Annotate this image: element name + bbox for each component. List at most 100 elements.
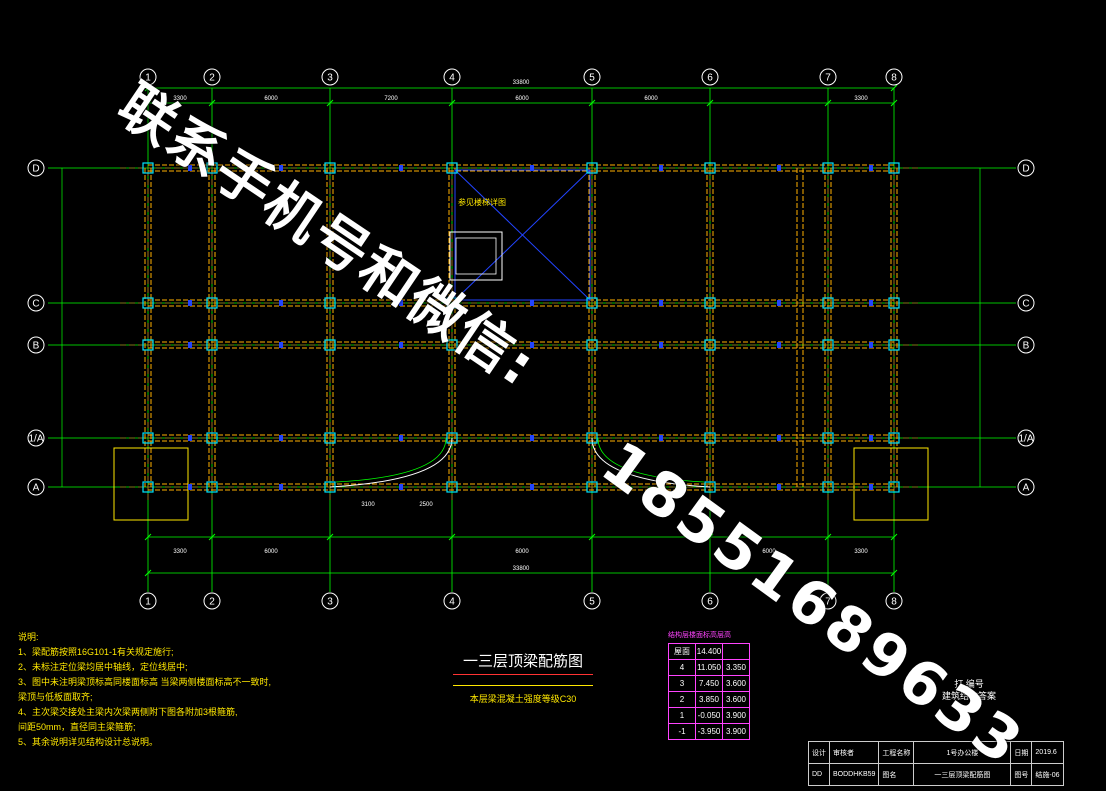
axis-bubble-bottom [203, 592, 221, 610]
rebar-tag [188, 165, 192, 171]
stair-arc [329, 437, 453, 488]
dimension-tick [208, 533, 216, 541]
axis-bubble-top [583, 68, 601, 86]
table-cell [722, 643, 750, 660]
column [446, 432, 458, 444]
axis-bubble-top-label: 5 [589, 73, 595, 84]
elevator-shaft [454, 169, 591, 301]
note-line: 1、梁配筋按照16G101-1有关规定施行; [18, 647, 174, 657]
rebar-tag [399, 484, 403, 490]
table-cell: -3.950 [695, 723, 723, 740]
axis-bubble-left [27, 429, 45, 447]
dimension-segment-bottom: 6000 [515, 549, 529, 555]
axis-bubble-top-label: 6 [707, 73, 713, 84]
column [142, 432, 154, 444]
column [704, 162, 716, 174]
dimension-total-bottom: 33800 [513, 566, 530, 572]
column [324, 339, 336, 351]
drawing-subtitle: 本层梁混凝土强度等级C30 [453, 685, 593, 705]
rebar-tag [279, 342, 283, 348]
table-cell: 11.050 [695, 659, 723, 676]
rebar-tag [659, 300, 663, 306]
table-cell: 屋面 [668, 643, 696, 660]
table-cell: 3.600 [722, 691, 750, 708]
rebar-tag [869, 435, 873, 441]
table-row: DD BODDHKB59 图名 一三层顶梁配筋图 图号 结施-06 [808, 763, 1064, 786]
column [206, 432, 218, 444]
stair-arc [597, 437, 705, 483]
elevator-note: 参见楼梯详图 [458, 197, 506, 207]
column [704, 481, 716, 493]
columns [142, 162, 900, 493]
axis-bubble-top [321, 68, 339, 86]
axis-bubble-right [1017, 336, 1035, 354]
note-line: 梁顶与低板面取齐; [18, 692, 93, 702]
rebar-tag [869, 484, 873, 490]
table-cell: 3.850 [695, 691, 723, 708]
rebar-tag [777, 165, 781, 171]
table-cell: 4 [668, 659, 696, 676]
note-line: 3、图中未注明梁顶标高同楼面标高 当梁两侧楼面标高不一致时, [18, 677, 272, 687]
dimension-tick [326, 99, 334, 107]
column [822, 339, 834, 351]
table-cell: 工程名称 [878, 741, 915, 764]
column [206, 481, 218, 493]
axis-bubble-bottom [443, 592, 461, 610]
table-cell: 审核者 [828, 741, 880, 764]
level-table-caption: 结构层楼面标高层高 [668, 632, 731, 639]
table-cell: 3.600 [722, 675, 750, 692]
entrance-canopy [853, 447, 929, 521]
axis-bubble-top [443, 68, 461, 86]
column [324, 481, 336, 493]
table-cell: BODDHKB59 [828, 763, 880, 786]
axis-bubble-left [27, 159, 45, 177]
axis-bubble-right [1017, 429, 1035, 447]
rebar-tag [188, 300, 192, 306]
table-cell: 7.450 [695, 675, 723, 692]
table-cell: 14.400 [695, 643, 723, 660]
axis-bubble-top-label: 1 [145, 73, 151, 84]
dimension-lines [61, 84, 981, 577]
column [586, 432, 598, 444]
axis-bubble-bottom-label: 3 [327, 597, 333, 608]
rebar-tag [777, 342, 781, 348]
axis-bubble-bottom [819, 592, 837, 610]
table-cell: 设计 [808, 741, 830, 764]
stamp: 打 编号 建筑结构答案 [942, 678, 996, 702]
dimension-segment-top: 7200 [384, 96, 398, 102]
column [324, 162, 336, 174]
axis-bubble-left-label: C [32, 299, 39, 310]
dimension-tick [208, 99, 216, 107]
axis-bubble-left [27, 336, 45, 354]
dimension-segment-bottom: 3300 [173, 549, 187, 555]
note-line: 2、未标注定位梁均居中轴线，定位线居中; [18, 662, 188, 672]
rebar-tag [777, 300, 781, 306]
stair-arc [591, 437, 711, 488]
column [142, 339, 154, 351]
axis-bubble-top [139, 68, 157, 86]
dimension-tick [588, 99, 596, 107]
column [206, 339, 218, 351]
axis-bubble-top-label: 4 [449, 73, 455, 84]
axis-bubble-bottom [583, 592, 601, 610]
axis-bubble-left [27, 478, 45, 496]
table-cell: 图号 [1010, 763, 1033, 786]
rebar-tag [530, 165, 534, 171]
column [446, 339, 458, 351]
opening-box-inner [455, 237, 497, 275]
column [586, 481, 598, 493]
axis-bubble-top-label: 3 [327, 73, 333, 84]
column [888, 297, 900, 309]
table-cell: 2 [668, 691, 696, 708]
drawing-title-block: 一三层顶梁配筋图 本层梁混凝土强度等级C30 [453, 650, 593, 705]
axis-bubble-bottom [885, 592, 903, 610]
column [888, 162, 900, 174]
column [142, 297, 154, 309]
table-cell: 3.350 [722, 659, 750, 676]
dimension-tick [890, 533, 898, 541]
column [446, 481, 458, 493]
rebar-tag [530, 300, 534, 306]
rebar-tag [399, 435, 403, 441]
